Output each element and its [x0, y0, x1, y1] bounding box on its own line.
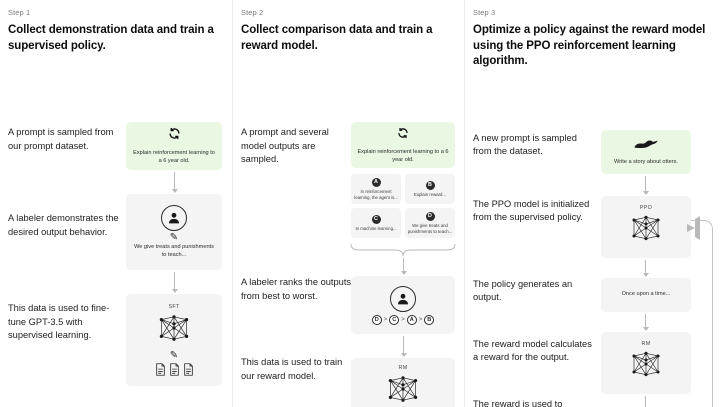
rm-tag: RM	[398, 365, 408, 372]
pencil-icon: ✎	[169, 231, 179, 243]
step-2-caption-1: A prompt and several model outputs are s…	[241, 127, 329, 164]
step-3-label: Step 3	[473, 8, 496, 17]
arrow-down	[400, 258, 407, 276]
step-1-prompt-node[interactable]: Explain reinforcement learning to a 6 ye…	[126, 122, 222, 171]
step-1-title: Collect demonstration data and train a s…	[8, 24, 214, 52]
rank-3: A	[406, 314, 417, 325]
model-outputs-grid: A In reinforcement learning, the agent i…	[351, 174, 455, 239]
step-2-rm-node[interactable]: RM D > C	[351, 358, 455, 407]
rm-tag: RM	[641, 341, 651, 348]
step-1-body: A prompt is sampled from our prompt data…	[8, 64, 222, 404]
step-2-column: Step 2 Collect comparison data and train…	[232, 0, 464, 407]
step-2-body: A prompt and several model outputs are s…	[241, 64, 457, 407]
option-c[interactable]: C In machine learning...	[351, 208, 401, 239]
option-b-badge: B	[425, 180, 435, 190]
option-c-badge: C	[371, 214, 381, 224]
otter-icon	[633, 137, 659, 155]
sft-tag: SFT	[168, 304, 180, 311]
brace-icon	[349, 242, 457, 263]
step-3-ppo-node[interactable]: PPO	[601, 195, 691, 258]
step-1-column: Step 1 Collect demonstration data and tr…	[0, 0, 232, 407]
step-3-caption-1: A new prompt is sampled from the dataset…	[473, 132, 577, 157]
rank-sep: >	[418, 316, 423, 323]
option-a-badge: A	[371, 177, 381, 187]
step-1-sft-node[interactable]: SFT ✎	[126, 294, 222, 387]
step-3-rm-node[interactable]: RM	[601, 331, 691, 394]
option-a-text: In reinforcement learning, the agent is.…	[354, 188, 398, 200]
option-b-text: Explain reward...	[413, 191, 446, 197]
option-d-badge: D	[425, 211, 435, 221]
rank-sep: >	[401, 316, 405, 323]
step-3-output-text: Once upon a time...	[621, 291, 671, 298]
ranking-row: D > C > A > B	[371, 314, 435, 325]
arrow-down	[642, 259, 649, 277]
step-2-ranking-node[interactable]: D > C > A > B	[351, 276, 455, 335]
arrow-down	[645, 395, 646, 407]
step-3-prompt-node[interactable]: Write a story about otters.	[601, 129, 691, 174]
step-3-caption-3: The policy generates an output.	[473, 278, 573, 303]
option-b[interactable]: B Explain reward...	[405, 174, 455, 205]
loop-arrowhead-icon	[687, 215, 700, 240]
arrow-down	[400, 336, 407, 358]
step-3-title: Optimize a policy against the reward mod…	[473, 24, 706, 68]
step-1-caption-2: A labeler demonstrates the desired outpu…	[8, 213, 119, 237]
refresh-icon	[397, 126, 409, 144]
step-3-caption-4: The reward model calculates a reward for…	[473, 338, 592, 363]
neural-net-icon	[626, 213, 666, 248]
person-icon	[161, 204, 187, 231]
step-3-prompt-text: Write a story about otters.	[614, 158, 678, 165]
step-2-title: Collect comparison data and train a rewa…	[241, 24, 433, 52]
option-d[interactable]: D We give treats and punishments to teac…	[405, 208, 455, 239]
step-2-prompt-node[interactable]: Explain reinforcement learning to a 6 ye…	[351, 122, 455, 169]
arrow-down	[171, 172, 178, 194]
step-2-label: Step 2	[241, 8, 264, 17]
person-icon	[390, 285, 416, 312]
neural-net-icon	[153, 312, 195, 349]
arrow-down	[642, 175, 649, 195]
rank-sep: >	[383, 316, 388, 323]
option-a[interactable]: A In reinforcement learning, the agent i…	[351, 174, 401, 205]
step-1-prompt-text: Explain reinforcement learning to a 6 ye…	[133, 149, 215, 165]
step-2-caption-3: This data is used to train our reward mo…	[241, 357, 343, 381]
arrow-down	[171, 272, 178, 294]
ppo-tag: PPO	[639, 205, 653, 212]
step-3-body: A new prompt is sampled from the dataset…	[473, 80, 713, 407]
ppo-feedback-loop	[691, 219, 713, 407]
step-1-label: Step 1	[8, 8, 31, 17]
pencil-icon: ✎	[169, 350, 179, 362]
step-3-output-node[interactable]: Once upon a time...	[601, 277, 691, 312]
option-c-text: In machine learning...	[355, 225, 397, 231]
step-2-caption-2: A labeler ranks the outputs from best to…	[241, 277, 352, 301]
step-3-caption-5: The reward is used to update the policy …	[473, 398, 563, 407]
rank-1: D	[371, 314, 382, 325]
step-1-labeler-node[interactable]: ✎ We give treats and punishments to teac…	[126, 194, 222, 271]
step-3-column: Step 3 Optimize a policy against the rew…	[464, 0, 720, 407]
rank-2: C	[389, 314, 400, 325]
step-1-caption-1: A prompt is sampled from our prompt data…	[8, 127, 114, 151]
step-3-caption-2: The PPO model is initialized from the su…	[473, 198, 590, 223]
neural-net-icon	[382, 373, 424, 407]
refresh-icon	[168, 127, 181, 145]
arrow-down	[642, 313, 649, 331]
rank-4: B	[424, 314, 435, 325]
neural-net-icon	[626, 349, 666, 384]
documents-icon	[155, 363, 194, 376]
step-1-caption-3: This data is used to fine-tune GPT-3.5 w…	[8, 303, 110, 340]
step-1-labeler-text: We give treats and punishments to teach.…	[134, 243, 214, 259]
option-d-text: We give treats and punishments to teach.…	[407, 222, 453, 234]
step-2-prompt-text: Explain reinforcement learning to a 6 ye…	[357, 148, 449, 164]
